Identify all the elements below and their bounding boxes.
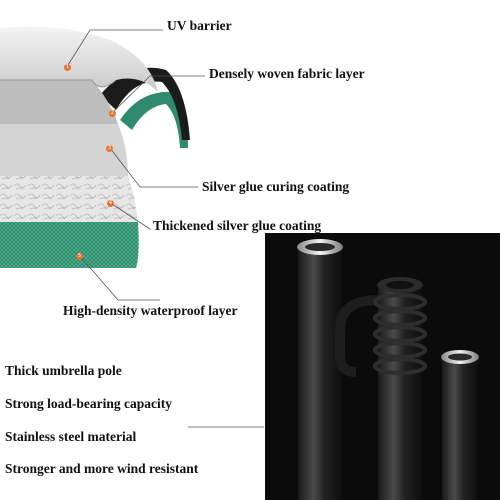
label-densely-woven-fabric: Densely woven fabric layer bbox=[209, 66, 365, 81]
feature-wind-resistant: Stronger and more wind resistant bbox=[5, 461, 199, 476]
marker-2: 2 bbox=[109, 110, 116, 117]
marker-4: 4 bbox=[107, 200, 114, 207]
marker-3: 3 bbox=[106, 145, 113, 152]
leader-lines bbox=[67, 29, 264, 428]
marker-1: 1 bbox=[64, 64, 71, 71]
label-silver-glue-curing: Silver glue curing coating bbox=[202, 179, 350, 194]
feature-thick-pole: Thick umbrella pole bbox=[5, 363, 122, 378]
fabric-layers-graphic bbox=[0, 26, 190, 268]
label-high-density-waterproof: High-density waterproof layer bbox=[63, 303, 238, 318]
pole-photo bbox=[265, 233, 500, 500]
feature-load-bearing: Strong load-bearing capacity bbox=[5, 396, 173, 411]
label-thickened-silver-glue: Thickened silver glue coating bbox=[153, 218, 322, 233]
marker-5: 5 bbox=[76, 253, 83, 260]
label-uv-barrier: UV barrier bbox=[167, 18, 232, 33]
feature-stainless-steel: Stainless steel material bbox=[5, 429, 137, 444]
